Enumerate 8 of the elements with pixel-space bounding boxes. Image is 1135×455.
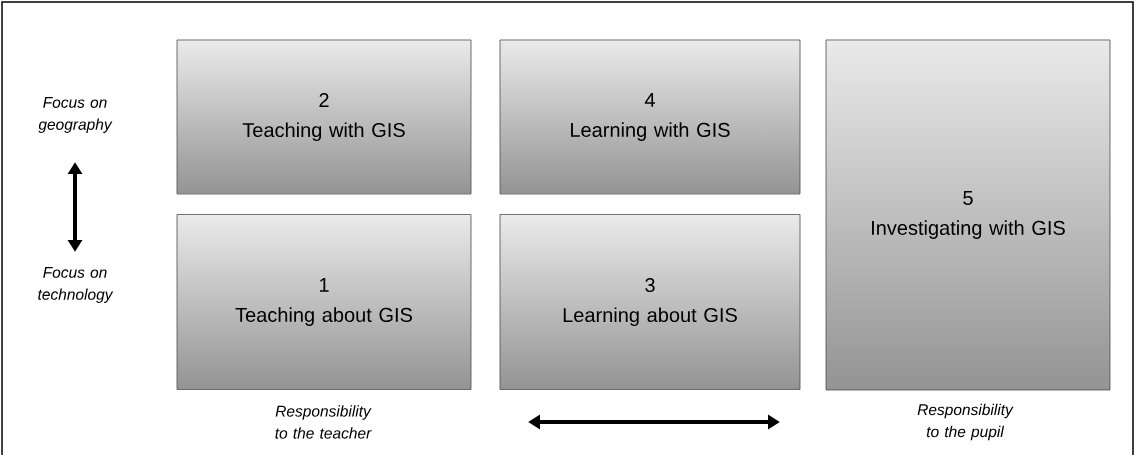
- process-box: 4 Learning with GIS: [499, 39, 801, 195]
- process-box: 3 Learning about GIS: [499, 214, 801, 390]
- axis-label: Focus on technology: [38, 267, 114, 303]
- process-box: 2 Teaching with GIS: [176, 39, 472, 195]
- process-box: 5 Investigating with GIS: [825, 39, 1111, 391]
- axis-label: Focus on geography: [38, 97, 113, 133]
- process-box: 1 Teaching about GIS: [176, 214, 472, 390]
- axis-label: Responsibility to the teacher: [275, 405, 372, 439]
